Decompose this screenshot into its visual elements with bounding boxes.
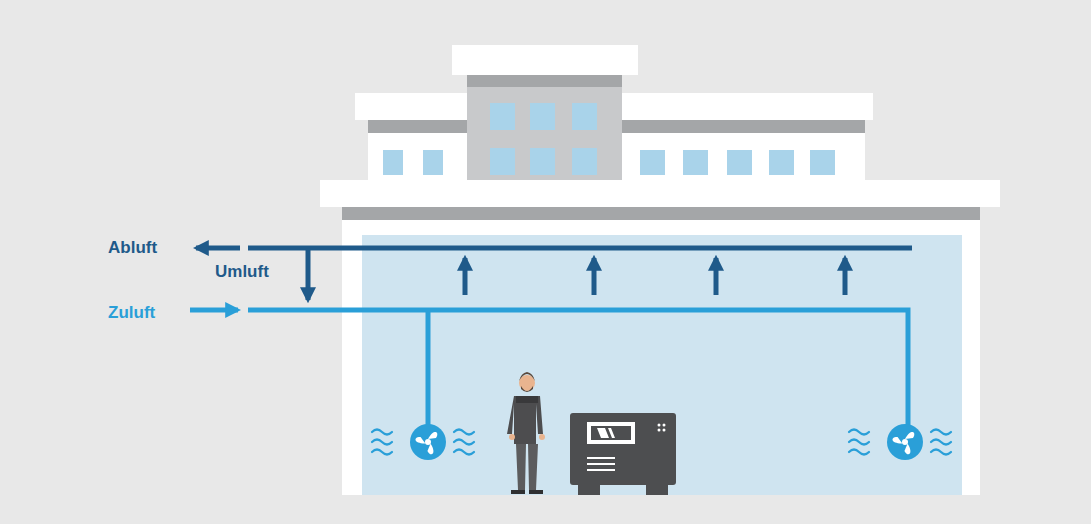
fan (372, 424, 474, 460)
exhaust-duct (196, 248, 912, 300)
airflow-label: Umluft (215, 262, 269, 282)
supply-duct (190, 310, 908, 425)
worker-figure (507, 372, 545, 494)
compressor-machine (570, 413, 676, 495)
airflow-label: Zuluft (108, 303, 155, 323)
fan (849, 424, 951, 460)
building (320, 45, 1000, 495)
airflow-label: Abluft (108, 238, 157, 258)
